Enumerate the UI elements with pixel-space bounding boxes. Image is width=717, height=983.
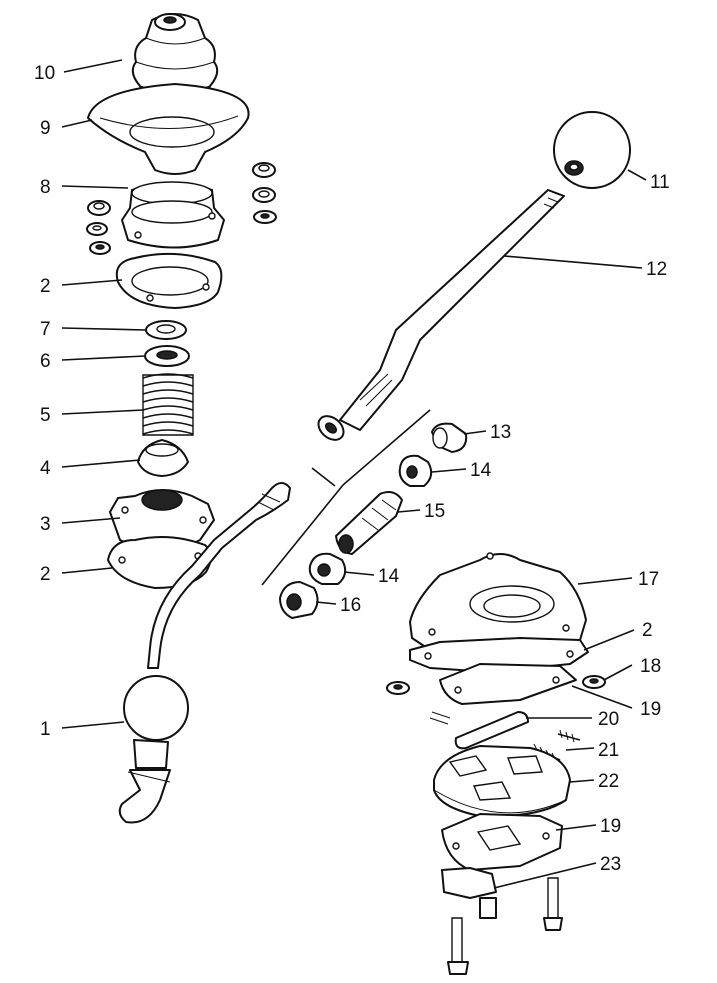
part-20-pin (429, 711, 529, 750)
callout-7: 7 (40, 319, 51, 340)
right-nuts-washers (252, 162, 277, 224)
callout-9: 9 (40, 118, 51, 139)
part-13-bush (431, 422, 468, 453)
part-15-sleeve (335, 491, 403, 555)
part-6-seat (144, 345, 190, 367)
leader-lines (61, 59, 647, 889)
part-7-washer (145, 320, 187, 340)
part-5-spring (142, 373, 194, 436)
callout-14-upper: 14 (470, 460, 492, 481)
part-22-guide (433, 745, 571, 818)
part-9-cover (87, 83, 250, 175)
part-2-gasket-upper (115, 252, 223, 309)
part-14-spacer-upper (398, 454, 433, 487)
part-8-housing (121, 181, 225, 249)
callout-1: 1 (40, 719, 51, 740)
part-19-plate-upper (439, 663, 577, 705)
callout-3: 3 (40, 514, 51, 535)
part-19-plate-lower (441, 813, 563, 871)
callout-20: 20 (598, 709, 619, 730)
callout-15: 15 (424, 501, 445, 522)
part-14-spacer-lower (308, 552, 347, 585)
callout-2-right: 2 (642, 620, 653, 641)
callout-12: 12 (646, 259, 667, 280)
callout-4: 4 (40, 458, 51, 479)
callout-10: 10 (34, 63, 55, 84)
bracket-group (261, 409, 431, 586)
callout-19-upper: 19 (640, 699, 661, 720)
part-12-rod (317, 189, 565, 441)
callout-18: 18 (640, 656, 661, 677)
callout-2-lower: 2 (40, 564, 51, 585)
callout-5: 5 (40, 405, 51, 426)
part-16-insert (279, 581, 319, 619)
part-18-nuts (386, 675, 606, 695)
callout-19-lower: 19 (600, 816, 621, 837)
callout-23: 23 (600, 854, 621, 875)
callout-13: 13 (490, 422, 511, 443)
callout-6: 6 (40, 351, 51, 372)
part-2-gasket-right (409, 637, 589, 673)
part-17-top-plate (409, 552, 587, 661)
part-23-bottom-plate (441, 867, 563, 975)
callout-11: 11 (650, 172, 670, 193)
callout-2-upper: 2 (40, 276, 51, 297)
part-11-knob (553, 111, 631, 189)
callout-21: 21 (598, 740, 619, 761)
part-4-cup (137, 439, 189, 477)
callout-14-lower: 14 (378, 566, 400, 587)
callout-17: 17 (638, 569, 659, 590)
callout-8: 8 (40, 177, 51, 198)
part-1-lever (118, 482, 291, 824)
callout-22: 22 (598, 771, 619, 792)
callout-16: 16 (340, 595, 361, 616)
left-nuts-washers (86, 200, 111, 255)
callout-labels: 10 9 8 2 7 6 5 4 3 2 1 11 12 13 14 15 14… (34, 63, 670, 875)
